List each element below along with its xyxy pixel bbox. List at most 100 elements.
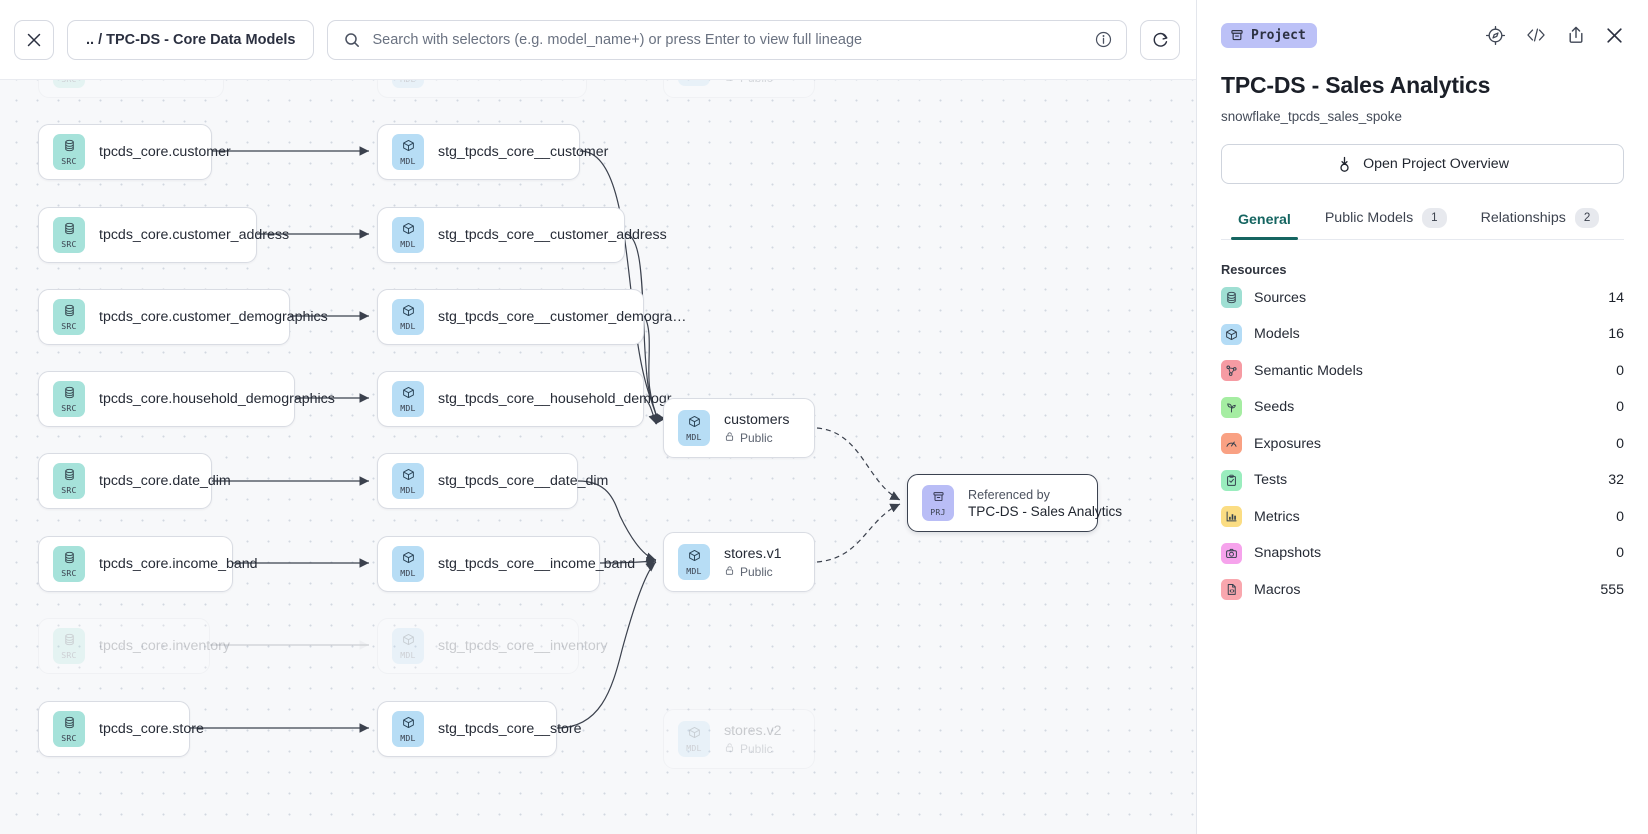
resource-row[interactable]: Semantic Models 0 <box>1221 356 1624 387</box>
node-visibility: Public <box>724 565 782 579</box>
graph-node[interactable]: MDL stg_tpcds_core__date_dim <box>377 453 608 509</box>
resource-row[interactable]: Macros 555 <box>1221 575 1624 606</box>
node-type-badge-mdl: MDL <box>392 463 424 499</box>
resources-list: Sources 14 Models 16 Semantic Models 0 S… <box>1221 283 1624 606</box>
graph-node[interactable]: MDL stores.v1 Public <box>663 532 815 592</box>
graph-node[interactable]: MDL customers Public <box>663 398 815 458</box>
refresh-button[interactable] <box>1140 19 1180 60</box>
resource-name: Sources <box>1254 289 1307 306</box>
cube-icon <box>1221 323 1242 345</box>
node-body: tpcds_core.income_band <box>99 556 258 572</box>
node-visibility: Public <box>724 431 789 445</box>
resource-type-chip: Project <box>1221 22 1317 48</box>
graph-node[interactable]: SRC tpcds_core.store <box>38 701 204 757</box>
code-icon[interactable] <box>1525 26 1547 44</box>
tab-count-badge: 1 <box>1422 208 1447 228</box>
tab-general[interactable]: General <box>1221 211 1308 240</box>
graph-node[interactable]: SRC tpcds_core.customer_address <box>38 207 289 263</box>
search-input[interactable] <box>372 31 1083 48</box>
node-label: stores.v2 <box>724 722 782 739</box>
graph-node[interactable]: MDL stg_tpcds_core__household_demogr… <box>377 371 686 427</box>
search-box[interactable] <box>327 19 1127 60</box>
graph-node[interactable]: SRC tpcds_core.inventory <box>38 618 230 674</box>
node-label: stg_tpcds_core__household_demogr… <box>438 391 686 407</box>
database-icon <box>63 139 76 156</box>
open-project-overview-button[interactable]: Open Project Overview <box>1221 144 1624 184</box>
resource-count: 0 <box>1616 362 1624 379</box>
tab-label: General <box>1238 211 1291 228</box>
unlock-icon <box>724 565 735 579</box>
database-icon <box>63 716 76 733</box>
resource-count: 0 <box>1616 545 1624 562</box>
graph-node[interactable]: MDL stg_tpcds_core__store <box>377 701 582 757</box>
project-identifier: snowflake_tpcds_sales_spoke <box>1221 109 1402 124</box>
database-icon <box>63 468 76 485</box>
bar-chart-icon <box>1221 506 1242 528</box>
graph-node[interactable]: SRC tpcds_core.customer <box>38 124 231 180</box>
breadcrumb[interactable]: .. / TPC-DS - Core Data Models <box>67 19 315 60</box>
cube-icon <box>402 222 415 239</box>
graph-node-project[interactable]: PRJ Referenced by TPC-DS - Sales Analyti… <box>907 474 1122 532</box>
panel-actions <box>1485 25 1624 46</box>
graph-node[interactable]: MDL stg_tpcds_core__inventory <box>377 618 608 674</box>
node-label: tpcds_core.customer_demographics <box>99 309 328 325</box>
resource-row[interactable]: Sources 14 <box>1221 283 1624 314</box>
node-label: stg_tpcds_core__customer_address <box>438 227 667 243</box>
node-body: stg_tpcds_core__income_band <box>438 556 635 572</box>
project-box-icon <box>932 490 945 507</box>
page-title: TPC-DS - Sales Analytics <box>1221 72 1491 98</box>
graph-node[interactable]: SRC tpcds_core.date_dim <box>38 453 231 509</box>
node-body: stores.v1 Public <box>724 546 782 579</box>
node-label: tpcds_core.customer_address <box>99 227 290 243</box>
node-label: customers <box>724 411 790 428</box>
node-label: stores.v1 <box>724 545 782 562</box>
cube-icon <box>402 304 415 321</box>
resource-row[interactable]: Snapshots 0 <box>1221 538 1624 569</box>
lineage-canvas[interactable]: SRC tpcds_core.call_center MDL stg_tpcds… <box>0 0 1197 834</box>
graph-node[interactable]: MDL stores.v2 Public <box>663 709 815 769</box>
node-type-badge-mdl: MDL <box>678 721 710 757</box>
graph-node[interactable]: MDL stg_tpcds_core__customer_demogra… <box>377 289 686 345</box>
node-body: tpcds_core.inventory <box>99 638 230 654</box>
share-icon[interactable] <box>1566 25 1586 45</box>
close-panel-icon[interactable] <box>1605 26 1624 45</box>
resource-row[interactable]: Models 16 <box>1221 319 1624 350</box>
node-body: tpcds_core.customer_demographics <box>99 309 328 325</box>
graph-node[interactable]: MDL stg_tpcds_core__customer_address <box>377 207 667 263</box>
node-type-badge-prj: PRJ <box>922 485 954 521</box>
node-type-badge-src: SRC <box>53 134 85 170</box>
node-label: tpcds_core.inventory <box>99 638 230 654</box>
cube-icon <box>402 386 415 403</box>
node-label: stg_tpcds_core__income_band <box>438 556 636 572</box>
resource-row[interactable]: Exposures 0 <box>1221 429 1624 460</box>
node-type-badge-src: SRC <box>53 299 85 335</box>
details-panel: Project <box>1197 0 1648 834</box>
graph-node[interactable]: SRC tpcds_core.customer_demographics <box>38 289 328 345</box>
unlock-icon <box>724 431 735 445</box>
seedling-icon <box>1221 396 1242 418</box>
database-icon <box>1221 287 1242 309</box>
node-label: stg_tpcds_core__customer_demogra… <box>438 309 687 325</box>
node-visibility: Public <box>724 742 782 756</box>
panel-header: Project <box>1221 0 1624 56</box>
close-lineage-button[interactable] <box>14 19 54 60</box>
graph-node[interactable]: SRC tpcds_core.household_demographics <box>38 371 335 427</box>
resource-row[interactable]: Metrics 0 <box>1221 502 1624 533</box>
explore-compass-icon[interactable] <box>1485 25 1506 46</box>
node-type-badge-mdl: MDL <box>392 134 424 170</box>
file-code-icon <box>1221 579 1242 601</box>
gauge-icon <box>1221 433 1242 455</box>
graph-node[interactable]: SRC tpcds_core.income_band <box>38 536 258 592</box>
graph-node[interactable]: MDL stg_tpcds_core__income_band <box>377 536 635 592</box>
graph-node[interactable]: MDL stg_tpcds_core__customer <box>377 124 608 180</box>
node-body: stg_tpcds_core__store <box>438 721 582 737</box>
resource-row[interactable]: Seeds 0 <box>1221 392 1624 423</box>
node-type-badge-mdl: MDL <box>678 410 710 446</box>
resource-row[interactable]: Tests 32 <box>1221 465 1624 496</box>
node-label: stg_tpcds_core__inventory <box>438 638 608 654</box>
info-icon[interactable] <box>1095 31 1112 48</box>
resource-count: 0 <box>1616 399 1624 416</box>
node-body: Referenced by TPC-DS - Sales Analytics <box>968 488 1122 519</box>
